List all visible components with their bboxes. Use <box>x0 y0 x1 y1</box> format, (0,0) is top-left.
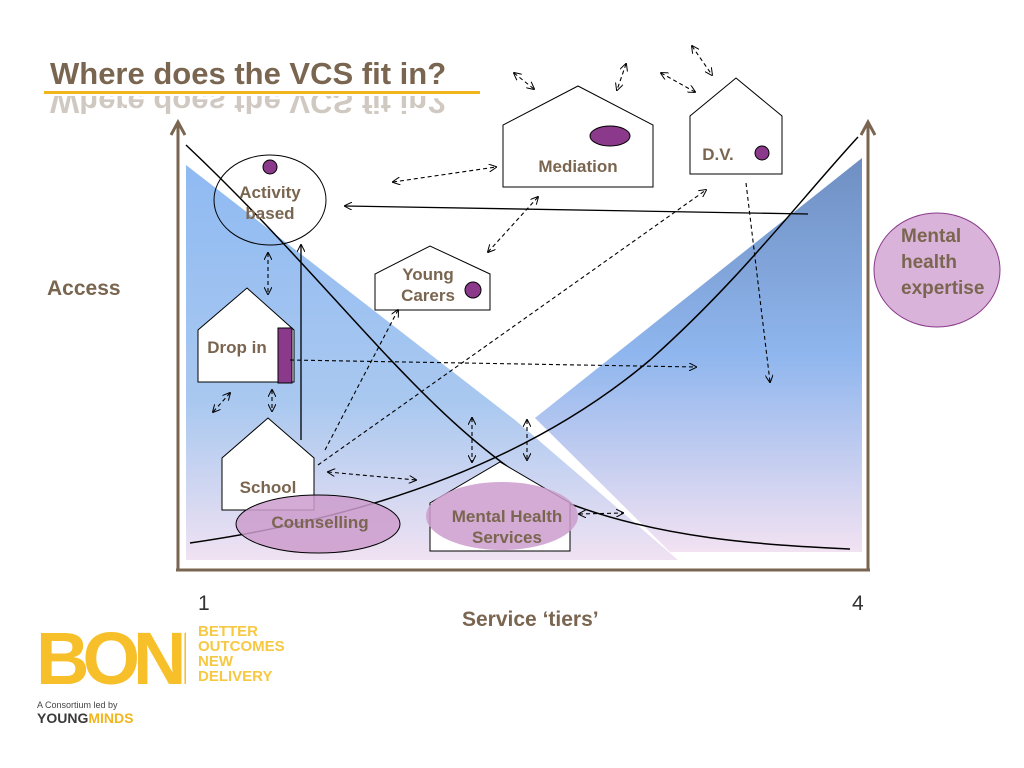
consortium-text: A Consortium led by <box>37 700 118 710</box>
house-young-carers <box>374 245 491 311</box>
label-young-carers: Young Carers <box>401 265 455 305</box>
youngminds-minds: MINDS <box>88 710 134 726</box>
x-axis-label: Service ‘tiers’ <box>462 608 599 631</box>
title-underline <box>44 91 480 94</box>
bond-tagline: BETTER OUTCOMES NEW DELIVERY <box>198 624 285 684</box>
y-axis-label: Access <box>47 277 121 300</box>
x-tick-start: 1 <box>198 592 210 615</box>
house-mediation <box>502 85 654 188</box>
label-school: School <box>239 478 297 497</box>
dashed-arrows <box>213 46 770 514</box>
label-mental-health-expertise: Mental health expertise <box>901 226 985 299</box>
tagline-delivery: DELIVERY <box>198 668 273 685</box>
dot-mediation <box>589 125 631 147</box>
label-mediation: Mediation <box>538 157 618 176</box>
tagline-outcomes: OUTCOMES <box>198 638 285 655</box>
oval-mental-health-expertise <box>873 212 1001 328</box>
tagline-new: NEW <box>198 653 233 670</box>
label-drop-in: Drop in <box>207 338 267 357</box>
youngminds-logo: YOUNGMINDS <box>37 710 133 726</box>
slide-title: Where does the VCS fit in? <box>50 56 447 91</box>
youngminds-young: YOUNG <box>37 710 89 726</box>
bond-logo: BOND <box>36 617 237 700</box>
arrow-to-activity <box>345 206 809 215</box>
oval-mental-health-services <box>426 482 578 550</box>
dot-activity <box>262 159 278 175</box>
axes <box>169 118 877 572</box>
tagline-better: BETTER <box>198 623 258 640</box>
bar-drop-in <box>277 327 293 384</box>
dot-dv <box>754 145 770 161</box>
label-mental-health-services: Mental Health Services <box>451 507 563 547</box>
oval-activity-based <box>213 154 327 246</box>
right-triangle-region <box>535 158 862 552</box>
bond-letters: BOND <box>36 622 186 688</box>
bond-logo-mark: BOND <box>36 617 237 700</box>
x-tick-end: 4 <box>852 592 864 615</box>
label-counselling: Counselling <box>271 513 369 532</box>
dot-young-carers <box>464 281 482 299</box>
oval-counselling <box>235 494 401 554</box>
label-activity-based: Activity based <box>239 183 301 223</box>
label-dv: D.V. <box>702 145 734 164</box>
